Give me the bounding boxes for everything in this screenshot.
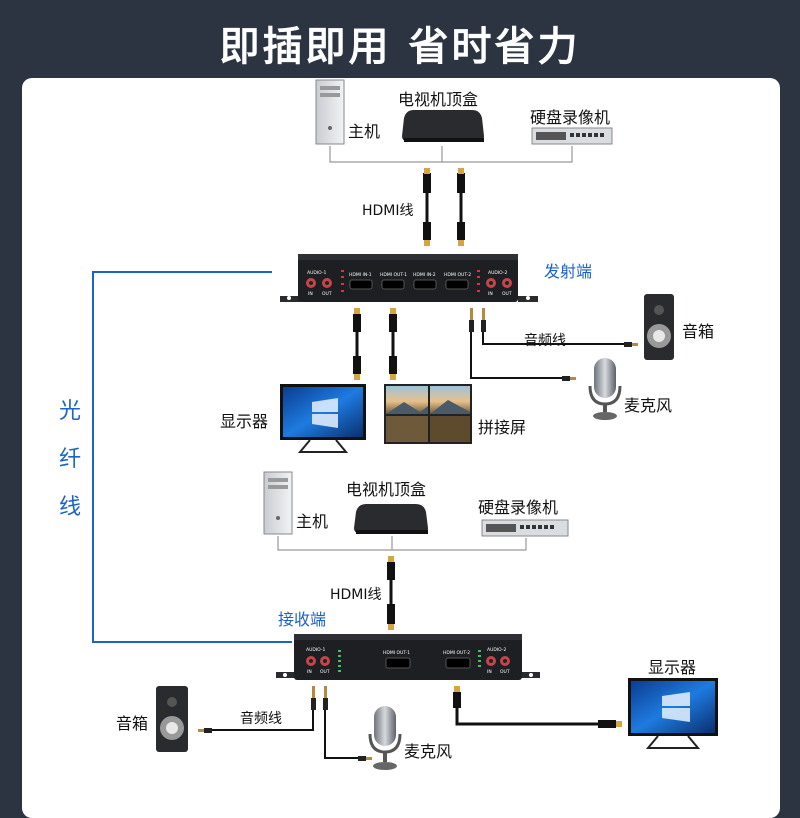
microphone-icon-top [588, 358, 622, 420]
transmitter-label: 发射端 [544, 262, 593, 281]
fiber-char-3: 线 [58, 495, 81, 520]
host-pc-icon [315, 79, 345, 145]
host-label-top: 主机 [348, 122, 381, 141]
speaker-icon-top [644, 294, 674, 360]
mic-label-top: 麦克风 [624, 396, 673, 415]
rx-in-label-1: IN [307, 669, 312, 675]
set-top-box-icon [402, 110, 484, 142]
splice-screen-label: 拼接屏 [478, 418, 527, 437]
rx-out-label-2: OUT [500, 669, 510, 675]
fiber-char-2: 纤 [58, 447, 81, 472]
fiber-label: 光 纤 线 [58, 388, 82, 532]
splice-screen-icon [384, 384, 472, 444]
audio-cable-rx [198, 686, 372, 761]
receiver-device: AUDIO-1 HDMI OUT-1 HDMI OUT-2 AUDIO-2 IN… [276, 634, 540, 680]
diagram-canvas: AUDIO-1 HDMI IN-1 HDMI OUT-1 HDMI IN-2 H… [92, 79, 718, 770]
rx-out2-label: HDMI OUT-2 [443, 650, 470, 656]
audio-cable-tx [469, 308, 638, 381]
nvr-label-mid: 硬盘录像机 [478, 498, 559, 517]
receiver-label: 接收端 [278, 610, 327, 629]
rx-audio2-label: AUDIO-2 [487, 647, 506, 653]
tx-out1-label: HDMI OUT-1 [380, 272, 407, 278]
page-title: 即插即用 省时省力 [219, 24, 581, 70]
rx-audio1-label: AUDIO-1 [306, 647, 325, 653]
hdmi-label-top: HDMI线 [362, 203, 414, 219]
monitor-icon-mid [280, 384, 366, 453]
rx-out1-label: HDMI OUT-1 [383, 650, 410, 656]
host-pc-icon-mid [263, 471, 293, 535]
source-bus-top [329, 146, 573, 163]
rx-out-label-1: OUT [320, 669, 330, 675]
stb-label-top: 电视机顶盒 [398, 90, 479, 109]
tx-audio1-label: AUDIO-1 [307, 270, 326, 276]
mic-label-bottom: 麦克风 [404, 742, 453, 761]
host-label-mid: 主机 [296, 512, 329, 531]
tx-in2-label: HDMI IN-2 [413, 272, 436, 278]
audio-cable-label-top: 音频线 [524, 333, 566, 349]
speaker-icon-bottom [156, 686, 188, 752]
monitor-label-bottom: 显示器 [648, 658, 697, 677]
hdmi-cable-top [423, 168, 465, 246]
hdmi-cable-tx-output [353, 308, 397, 380]
hdmi-cable-mid [387, 556, 395, 630]
hdmi-cable-rx-output [453, 686, 622, 728]
monitor-icon-bottom [628, 678, 718, 749]
monitor-label-mid: 显示器 [220, 412, 269, 431]
transmitter-device: AUDIO-1 HDMI IN-1 HDMI OUT-1 HDMI IN-2 H… [280, 254, 538, 302]
stb-label-mid: 电视机顶盒 [346, 480, 427, 499]
hdmi-label-mid: HDMI线 [330, 587, 382, 603]
fiber-line [92, 271, 292, 643]
tx-in-label-1: IN [308, 291, 313, 297]
tx-in-label-2: IN [488, 291, 493, 297]
nvr-icon-mid [481, 519, 569, 537]
fiber-char-1: 光 [58, 399, 81, 424]
microphone-icon-bottom [368, 706, 402, 770]
rx-in-label-2: IN [487, 669, 492, 675]
tx-out-label-2: OUT [502, 291, 512, 297]
speaker-label-top: 音箱 [682, 322, 715, 341]
tx-in1-label: HDMI IN-1 [349, 272, 372, 278]
tx-out2-label: HDMI OUT-2 [444, 272, 471, 278]
nvr-label-top: 硬盘录像机 [530, 108, 611, 127]
tx-out-label-1: OUT [322, 291, 332, 297]
tx-audio2-label: AUDIO-2 [488, 270, 507, 276]
set-top-box-icon-mid [354, 504, 428, 534]
audio-cable-label-bottom: 音频线 [240, 711, 282, 727]
speaker-label-bottom: 音箱 [116, 714, 149, 733]
nvr-icon [531, 127, 613, 145]
source-bus-mid [277, 536, 527, 551]
